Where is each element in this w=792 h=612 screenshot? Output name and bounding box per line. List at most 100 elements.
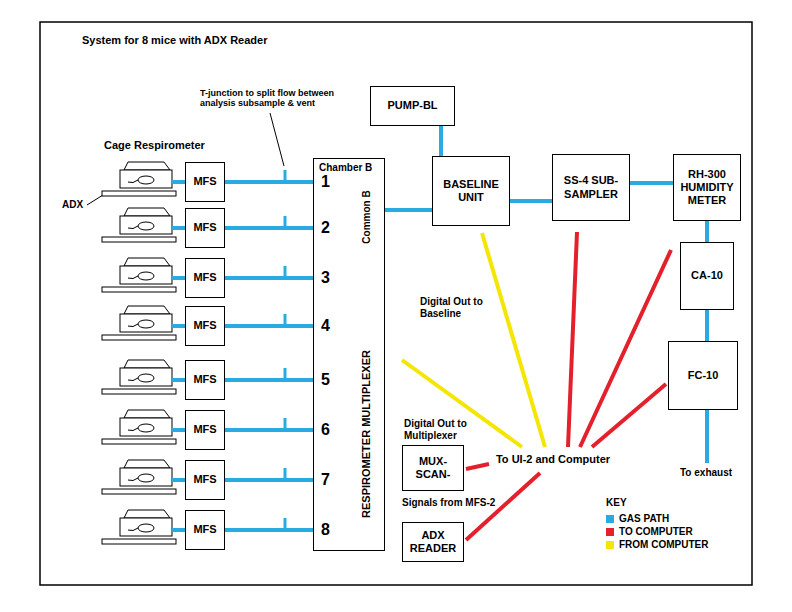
annotation: Digital Out to Multiplexer bbox=[404, 418, 482, 441]
mouse-tail bbox=[128, 324, 138, 327]
legend-text: FROM COMPUTER bbox=[619, 539, 708, 551]
gas-line bbox=[705, 410, 709, 463]
signal-wire bbox=[466, 464, 489, 469]
annotation: Digital Out to Baseline bbox=[420, 296, 496, 319]
port-number: 3 bbox=[321, 268, 330, 287]
device-box: MFS bbox=[185, 306, 225, 346]
gas-line bbox=[172, 428, 185, 432]
gas-connector bbox=[225, 226, 313, 230]
annotation: T-junction to split flow between analysi… bbox=[200, 88, 368, 109]
adx-platform bbox=[102, 287, 176, 292]
mouse bbox=[138, 524, 154, 532]
cage-lid bbox=[124, 410, 170, 418]
gas-connector bbox=[225, 478, 313, 482]
signal-wire bbox=[482, 233, 545, 447]
adx-platform bbox=[102, 539, 176, 544]
device-box: MFS bbox=[185, 410, 225, 450]
cage-body bbox=[120, 266, 172, 284]
device-box: RH-300 HUMIDITY METER bbox=[673, 154, 741, 221]
device-box: MFS bbox=[185, 460, 225, 500]
gas-line bbox=[172, 528, 185, 532]
mouse-tail bbox=[128, 276, 138, 279]
mouse bbox=[138, 374, 154, 382]
gas-connector bbox=[385, 208, 432, 212]
box-label: MFS bbox=[193, 423, 216, 436]
cage-body bbox=[120, 170, 172, 188]
cage-lid bbox=[124, 460, 170, 468]
gas-connector bbox=[225, 428, 313, 432]
device-box: MFS bbox=[185, 360, 225, 400]
gas-connector bbox=[705, 221, 709, 242]
cage-lid bbox=[124, 306, 170, 314]
signal-wire bbox=[580, 250, 671, 447]
device-box: MFS bbox=[185, 510, 225, 550]
gas-line bbox=[172, 378, 185, 382]
mouse-tail bbox=[128, 180, 138, 183]
gas-line bbox=[172, 226, 185, 230]
port-number: 5 bbox=[321, 370, 330, 389]
box-label: MFS bbox=[193, 221, 216, 234]
legend-swatch bbox=[606, 541, 614, 549]
gas-connector bbox=[630, 181, 673, 185]
leader-line bbox=[270, 113, 284, 166]
adx-platform bbox=[102, 335, 176, 340]
device-box: MFS bbox=[185, 162, 225, 202]
cage-lid bbox=[124, 208, 170, 216]
cage-body bbox=[120, 518, 172, 536]
device-box: MFS bbox=[185, 258, 225, 298]
annotation: Cage Respirometer bbox=[104, 139, 205, 152]
signal-wire bbox=[592, 384, 666, 447]
signal-wire bbox=[568, 232, 577, 447]
cage-lid bbox=[124, 162, 170, 170]
box-label: MFS bbox=[193, 523, 216, 536]
device-box: BASELINE UNIT bbox=[432, 156, 510, 226]
gas-connector bbox=[225, 180, 313, 184]
legend-text: TO COMPUTER bbox=[619, 526, 693, 538]
chamber-label: Chamber B bbox=[319, 162, 372, 174]
mouse-tail bbox=[128, 378, 138, 381]
multiplexer-title: RESPIROMETER MULTIPLEXER bbox=[360, 350, 373, 518]
gas-line bbox=[172, 324, 185, 328]
device-box: FC-10 bbox=[668, 341, 738, 410]
box-label: MFS bbox=[193, 175, 216, 188]
cage-body bbox=[120, 468, 172, 486]
mouse-tail bbox=[128, 528, 138, 531]
annotation: To UI-2 and Computer bbox=[496, 453, 610, 466]
box-label: MFS bbox=[193, 373, 216, 386]
multiplexer-box: Chamber B12345678Common BRESPIROMETER MU… bbox=[313, 158, 385, 551]
device-box: CA-10 bbox=[680, 242, 734, 310]
cage-body bbox=[120, 418, 172, 436]
annotation: KEY bbox=[606, 497, 627, 509]
gas-connector bbox=[225, 528, 313, 532]
mouse bbox=[138, 424, 154, 432]
mouse bbox=[138, 320, 154, 328]
mouse bbox=[138, 222, 154, 230]
signal-wire bbox=[402, 360, 522, 447]
port-number: 4 bbox=[321, 316, 330, 335]
cage-body bbox=[120, 216, 172, 234]
box-label: MFS bbox=[193, 271, 216, 284]
box-label: MFS bbox=[193, 319, 216, 332]
device-box: MFS bbox=[185, 208, 225, 248]
port-number: 6 bbox=[321, 420, 330, 439]
box-label: MFS bbox=[193, 473, 216, 486]
common-label: Common B bbox=[361, 190, 373, 243]
mouse bbox=[138, 176, 154, 184]
cage-lid bbox=[124, 360, 170, 368]
annotation: To exhaust bbox=[680, 467, 732, 479]
mouse-tail bbox=[128, 478, 138, 481]
device-box: PUMP-BL bbox=[370, 86, 455, 126]
adx-platform bbox=[102, 439, 176, 444]
adx-platform bbox=[102, 191, 176, 196]
cage-lid bbox=[124, 258, 170, 266]
annotation: ADX bbox=[62, 199, 83, 211]
box-label: ADX READER bbox=[406, 529, 460, 555]
adx-platform bbox=[102, 237, 176, 242]
box-label: RH-300 HUMIDITY METER bbox=[677, 168, 737, 208]
legend-text: GAS PATH bbox=[619, 513, 669, 525]
gas-line bbox=[172, 478, 185, 482]
gas-connector bbox=[225, 276, 313, 280]
gas-line bbox=[172, 276, 185, 280]
gas-connector bbox=[225, 324, 313, 328]
cage-lid bbox=[124, 510, 170, 518]
